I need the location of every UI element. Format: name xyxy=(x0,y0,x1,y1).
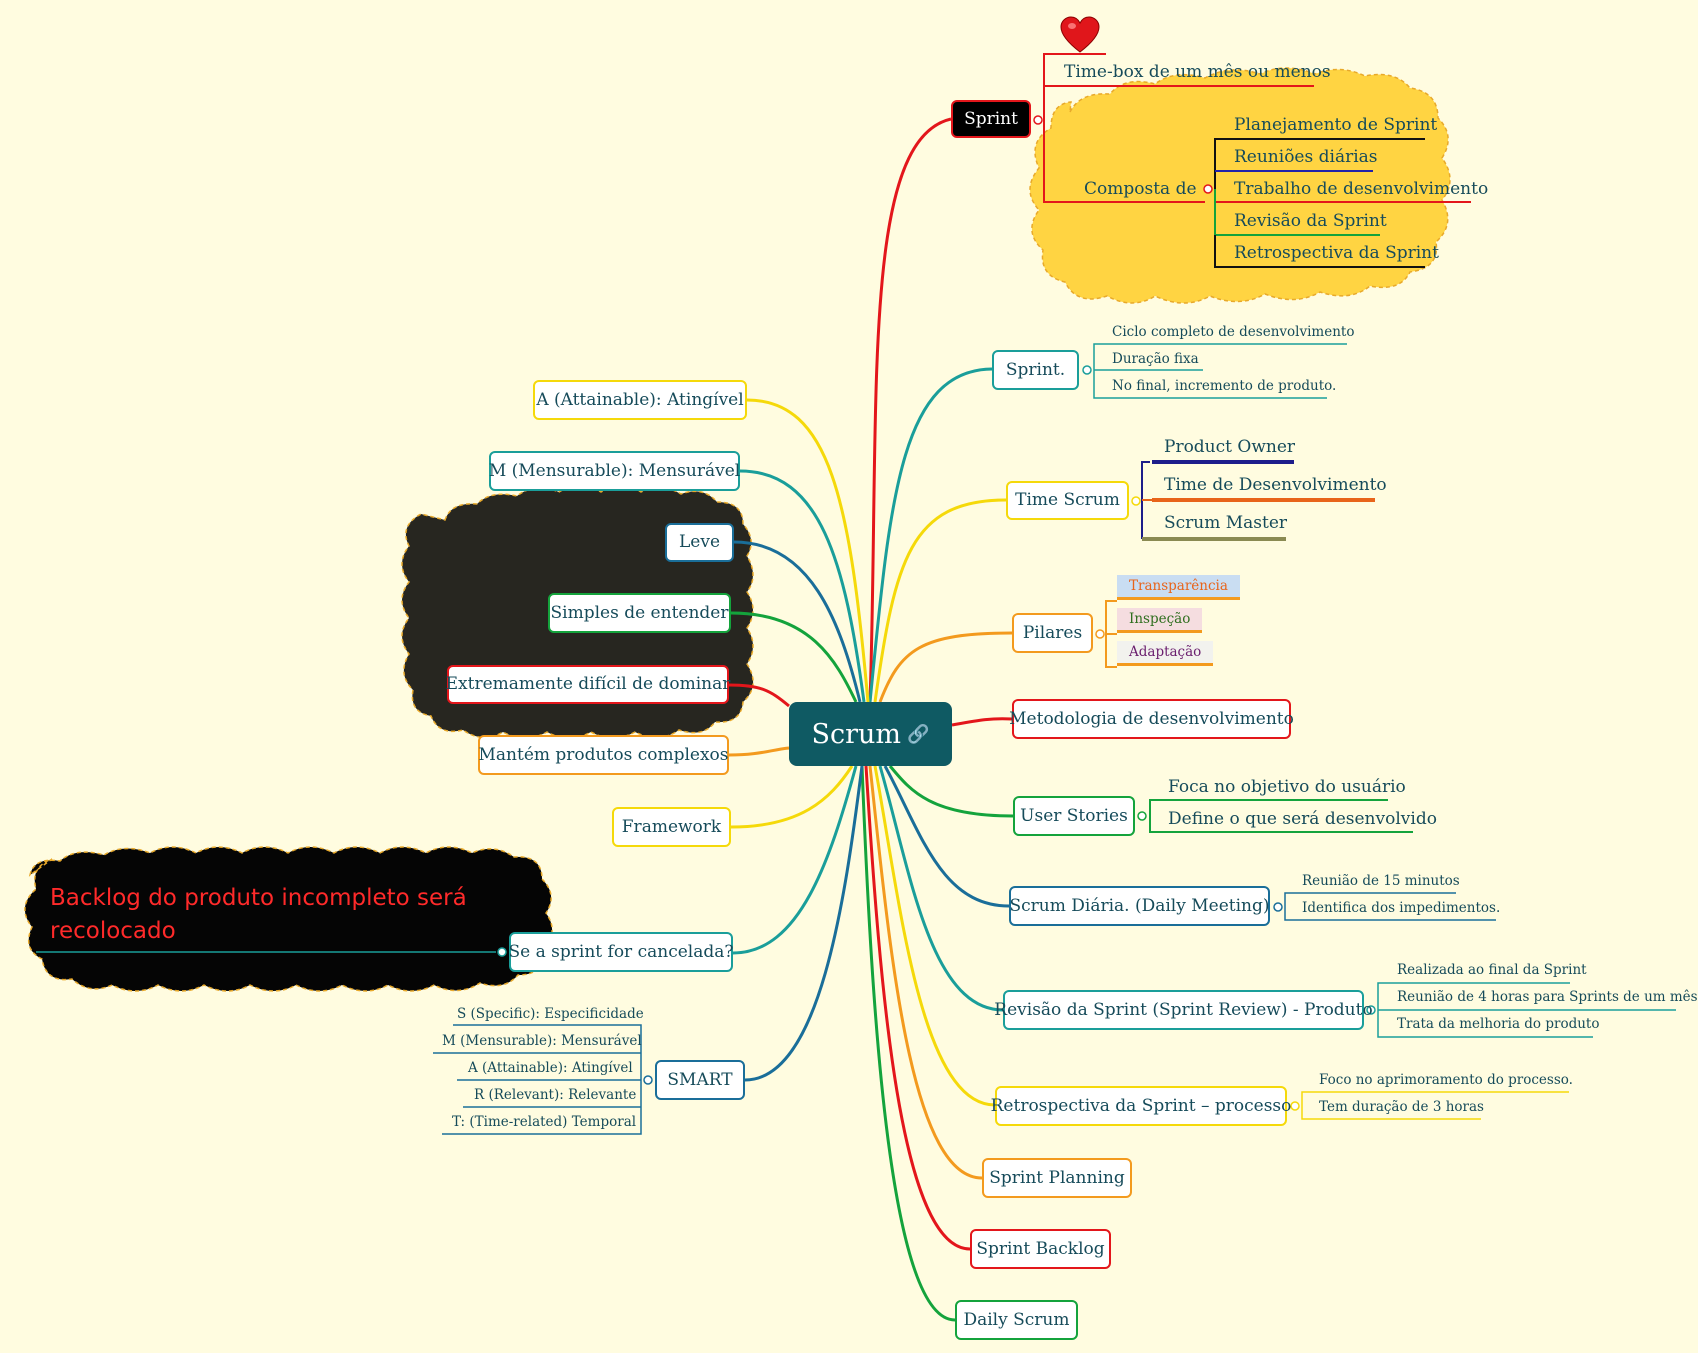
node-scrum-diaria[interactable]: Scrum Diária. (Daily Meeting) xyxy=(1009,886,1270,926)
node-mensurable[interactable]: M (Mensurable): Mensurável xyxy=(489,451,740,491)
node-sprint-dot[interactable]: Sprint. xyxy=(992,350,1079,390)
leaf-smart-item[interactable]: T: (Time-related) Temporal xyxy=(452,1114,637,1130)
node-cancelada[interactable]: Se a sprint for cancelada? xyxy=(509,932,733,972)
node-pilares[interactable]: Pilares xyxy=(1012,613,1093,653)
leaf-revisao-item[interactable]: Trata da melhoria do produto xyxy=(1397,1016,1600,1032)
node-extremamente[interactable]: Extremamente difícil de dominar xyxy=(446,665,730,704)
leaf-smart-item[interactable]: S (Specific): Especificidade xyxy=(457,1006,644,1022)
node-attainable[interactable]: A (Attainable): Atingível xyxy=(533,380,747,420)
leaf-retrospectiva-item[interactable]: Tem duração de 3 horas xyxy=(1319,1099,1484,1115)
leaf-adaptacao[interactable]: Adaptação xyxy=(1117,641,1214,666)
leaf-user-stories-item[interactable]: Foca no objetivo do usuário xyxy=(1168,777,1406,797)
node-simples[interactable]: Simples de entender xyxy=(548,593,731,633)
leaf-timebox[interactable]: Time-box de um mês ou menos xyxy=(1064,62,1331,82)
leaf-scrum-diaria-item[interactable]: Identifica dos impedimentos. xyxy=(1302,900,1501,916)
node-time-scrum[interactable]: Time Scrum xyxy=(1006,481,1129,520)
node-metodologia[interactable]: Metodologia de desenvolvimento xyxy=(1009,699,1294,739)
leaf-retrospectiva-item[interactable]: Foco no aprimoramento do processo. xyxy=(1319,1072,1573,1088)
leaf-composta-item[interactable]: Planejamento de Sprint xyxy=(1234,115,1438,135)
leaf-smart-item[interactable]: R (Relevant): Relevante xyxy=(474,1087,637,1103)
leaf-user-stories-item[interactable]: Define o que será desenvolvido xyxy=(1168,809,1437,829)
leaf-composta[interactable]: Composta de xyxy=(1084,179,1197,199)
leaf-scrum-master[interactable]: Scrum Master xyxy=(1164,513,1288,533)
node-sprint-backlog[interactable]: Sprint Backlog xyxy=(970,1229,1111,1269)
link-icon[interactable]: 🔗 xyxy=(907,723,930,745)
root-label: Scrum xyxy=(811,718,902,750)
node-smart[interactable]: SMART xyxy=(655,1060,745,1100)
node-leve[interactable]: Leve xyxy=(665,523,734,562)
leaf-smart-item[interactable]: A (Attainable): Atingível xyxy=(468,1060,633,1076)
leaf-composta-item[interactable]: Revisão da Sprint xyxy=(1234,211,1387,231)
leaf-revisao-item[interactable]: Reunião de 4 horas para Sprints de um mê… xyxy=(1397,989,1698,1005)
leaf-revisao-item[interactable]: Realizada ao final da Sprint xyxy=(1397,962,1587,978)
node-mantem[interactable]: Mantém produtos complexos xyxy=(478,735,729,775)
leaf-inspecao[interactable]: Inspeção xyxy=(1117,608,1203,633)
composta-cloud xyxy=(1029,67,1451,304)
leaf-smart-item[interactable]: M (Mensurable): Mensurável xyxy=(442,1033,642,1049)
node-retrospectiva[interactable]: Retrospectiva da Sprint – processo xyxy=(991,1086,1291,1126)
leaf-composta-item[interactable]: Trabalho de desenvolvimento xyxy=(1234,179,1489,199)
leaf-sprint-dot-item[interactable]: Duração fixa xyxy=(1112,351,1199,367)
leaf-sprint-dot-item[interactable]: Ciclo completo de desenvolvimento xyxy=(1112,324,1355,340)
node-sprint-planning[interactable]: Sprint Planning xyxy=(982,1158,1132,1198)
leaf-composta-item[interactable]: Retrospectiva da Sprint xyxy=(1234,243,1439,263)
node-framework[interactable]: Framework xyxy=(612,807,731,847)
heart-icon xyxy=(1059,16,1101,58)
leaf-backlog-incompleto[interactable]: Backlog do produto incompleto será recol… xyxy=(50,885,467,944)
leaf-time-desenvolvimento[interactable]: Time de Desenvolvimento xyxy=(1164,475,1387,495)
leaf-sprint-dot-item[interactable]: No final, incremento de produto. xyxy=(1112,378,1337,394)
node-sprint-black[interactable]: Sprint xyxy=(951,100,1031,138)
leaf-composta-item[interactable]: Reuniões diárias xyxy=(1234,147,1378,167)
leaf-product-owner[interactable]: Product Owner xyxy=(1164,437,1296,457)
root-node-scrum[interactable]: Scrum 🔗 xyxy=(789,702,952,766)
node-revisao[interactable]: Revisão da Sprint (Sprint Review) - Prod… xyxy=(994,990,1373,1030)
node-daily-scrum[interactable]: Daily Scrum xyxy=(955,1300,1078,1340)
leaf-transparencia[interactable]: Transparência xyxy=(1117,575,1240,600)
leaf-scrum-diaria-item[interactable]: Reunião de 15 minutos xyxy=(1302,873,1460,889)
node-user-stories[interactable]: User Stories xyxy=(1013,796,1135,836)
